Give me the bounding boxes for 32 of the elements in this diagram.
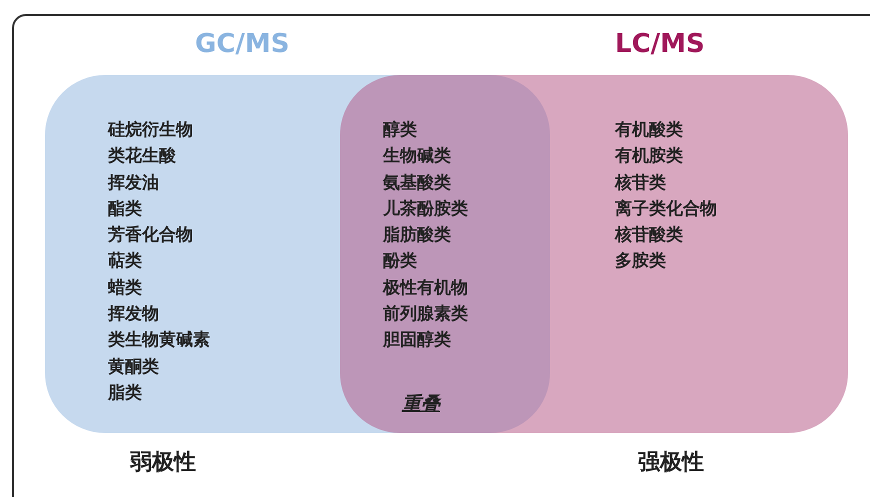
list-item: 酯类 [108, 198, 143, 221]
list-item: 类花生酸 [108, 145, 177, 168]
list-item: 硅烷衍生物 [108, 119, 194, 142]
list-item: 生物碱类 [383, 145, 452, 168]
list-item: 蜡类 [108, 276, 143, 300]
list-item: 多胺类 [615, 250, 667, 274]
list-item: 黄酮类 [108, 356, 160, 379]
list-item: 脂肪酸类 [383, 224, 452, 248]
list-item: 核苷酸类 [615, 224, 684, 248]
list-item: 儿茶酚胺类 [383, 198, 468, 221]
list-item: 前列腺素类 [383, 303, 468, 326]
list-item: 酚类 [383, 250, 418, 274]
list-item: 类生物黄碱素 [108, 329, 210, 352]
list-item: 氨基酸类 [383, 172, 452, 195]
list-item: 芳香化合物 [108, 224, 194, 248]
list-item: 有机酸类 [615, 119, 684, 142]
polarity-label: 强极性 [638, 452, 704, 474]
list-item: 脂类 [108, 382, 143, 405]
list-item: 醇类 [383, 119, 418, 142]
list-item: 核苷类 [615, 172, 667, 195]
overlap-region [340, 75, 550, 433]
list-item: 挥发物 [108, 303, 160, 326]
list-item: 离子类化合物 [615, 198, 717, 221]
overlap-label: 重叠 [402, 395, 440, 414]
polarity-label: 弱极性 [130, 452, 196, 474]
list-item: 挥发油 [108, 172, 160, 195]
list-item: 有机胺类 [615, 145, 684, 168]
list-item: 胆固醇类 [383, 329, 452, 352]
list-item: 萜类 [108, 250, 143, 274]
list-item: 极性有机物 [383, 276, 468, 300]
region-title: LC/MS [615, 31, 705, 57]
region-title: GC/MS [195, 31, 290, 57]
